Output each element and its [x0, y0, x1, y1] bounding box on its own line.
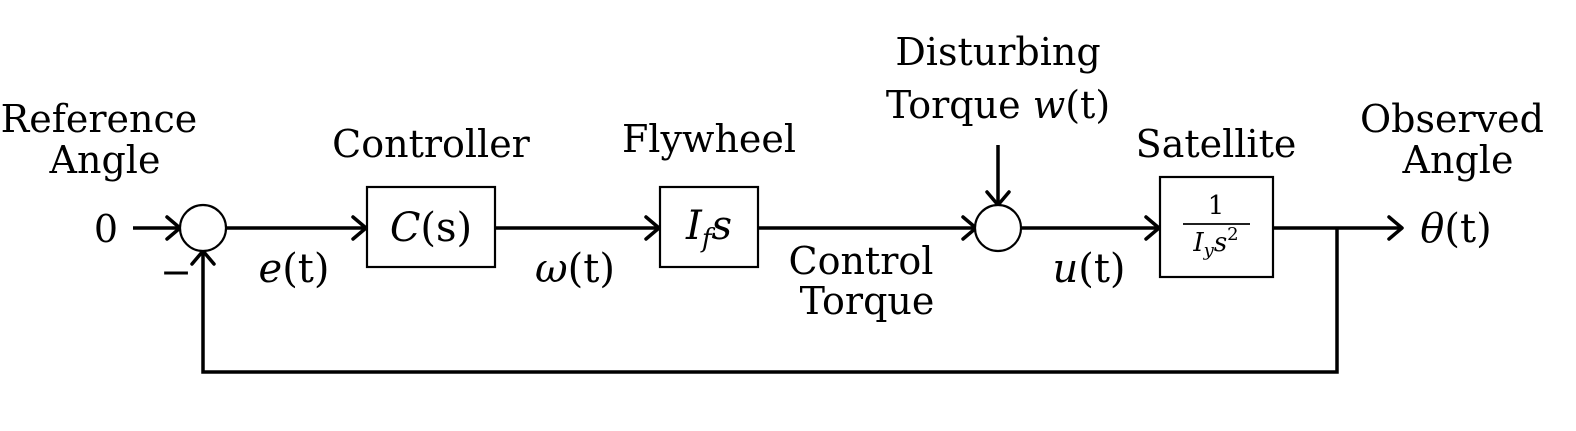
satellite-label: Satellite — [1136, 122, 1297, 166]
signal-wires — [133, 145, 1402, 374]
observed-angle-label: Observed Angle — [1360, 97, 1556, 182]
reference-angle-label: Reference Angle — [1, 97, 210, 182]
u-signal-label: u(t) — [1052, 246, 1125, 292]
disturbing-torque-line2: Torque w(t) — [886, 83, 1110, 127]
controller-label: Controller — [332, 122, 531, 166]
controller-transfer-function: C(s) — [390, 205, 472, 251]
flywheel-transfer-function: Ifs — [685, 203, 732, 254]
summing-junction-disturbance — [973, 203, 1023, 253]
error-signal-label: e(t) — [259, 246, 330, 292]
omega-signal-label: ω(t) — [535, 246, 615, 292]
flywheel-block — [658, 185, 760, 269]
disturbing-torque-label: Disturbing — [895, 30, 1100, 74]
flywheel-label: Flywheel — [622, 117, 796, 161]
wire-feedback — [201, 228, 1339, 374]
input-value: 0 — [94, 207, 118, 251]
satellite-transfer-function: 1 Iys2 — [1183, 191, 1250, 261]
controller-block — [365, 185, 497, 269]
theta-output-label: θ(t) — [1420, 206, 1491, 252]
summing-junction-error — [178, 203, 228, 253]
feedback-minus-sign: − — [160, 250, 192, 294]
control-torque-label: Control Torque — [789, 239, 946, 323]
satellite-tf-numerator: 1 — [1208, 191, 1225, 221]
satellite-block — [1158, 175, 1275, 279]
satellite-tf-denominator: Iys2 — [1192, 224, 1238, 261]
arrowhead-output — [1387, 215, 1404, 241]
